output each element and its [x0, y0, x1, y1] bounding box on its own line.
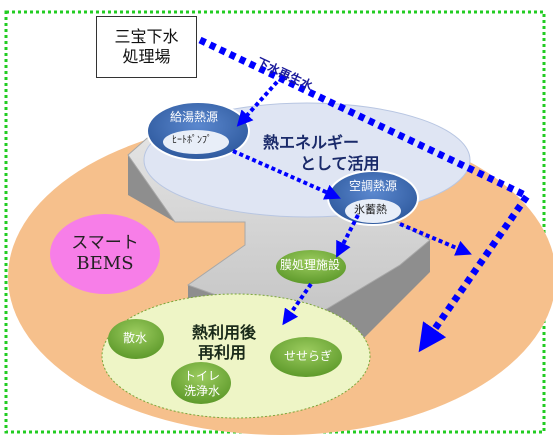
heat-pump-label: ﾋｰﾄﾎﾟﾝﾌﾟ — [172, 135, 212, 146]
bems-line1: スマート — [71, 233, 139, 253]
stream-node — [270, 337, 342, 377]
ice-storage-label: 氷蓄熱 — [354, 203, 387, 216]
hot-water-title: 給湯熱源 — [170, 110, 219, 124]
stream-label: せせらぎ — [284, 349, 333, 363]
source-plant-line1: 三宝下水 — [114, 27, 179, 46]
toilet-node — [171, 362, 231, 404]
source-plant-line2: 処理場 — [122, 47, 171, 66]
heat-use-line2: として活用 — [300, 154, 380, 173]
arrow-to-ac — [232, 149, 341, 200]
smart-bems-bubble: スマート BEMS — [50, 214, 160, 294]
bems-line2: BEMS — [76, 253, 134, 275]
reuse-heading-line2: 再利用 — [198, 343, 247, 362]
reuse-heading-line1: 熱利用後 — [192, 323, 257, 342]
source-plant-box: 三宝下水 処理場 — [96, 16, 197, 78]
toilet-line2: 洗浄水 — [184, 384, 221, 398]
heat-pump-pill — [163, 130, 229, 154]
sprinkle-label: 散水 — [123, 331, 148, 345]
arrow-to-hot-water — [236, 80, 279, 127]
membrane-node — [276, 250, 346, 284]
ac-title: 空調熱源 — [349, 179, 398, 193]
toilet-line1: トイレ — [184, 369, 221, 383]
arrow-to-reuse — [282, 282, 313, 326]
membrane-label: 膜処理施設 — [280, 258, 341, 272]
reuse-ellipse — [101, 293, 371, 419]
flow-arrows — [198, 36, 533, 353]
arrow-ac-return — [399, 222, 472, 256]
sprinkle-node — [108, 319, 164, 359]
heat-use-line1: 熱エネルギー — [263, 133, 360, 152]
